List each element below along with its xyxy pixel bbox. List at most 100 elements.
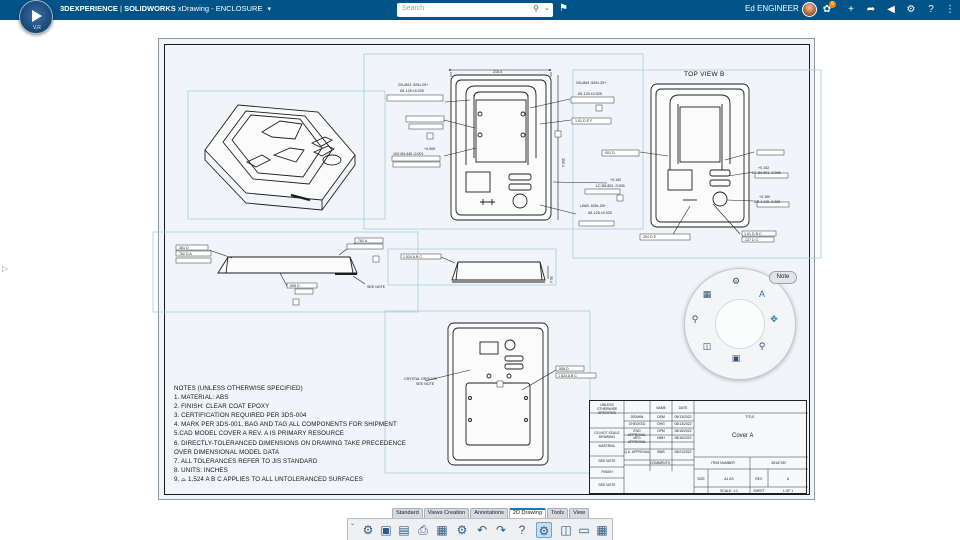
crystal-groove-label: CRYSTAL GROOVE [404,377,437,381]
note-button[interactable]: Note [769,271,797,284]
tab-standard[interactable]: Standard [392,508,423,518]
size-value: A1 AS [724,477,734,481]
chevron-down-icon[interactable]: ▾ [267,6,272,13]
unless-specified-label: UNLESS OTHERWISE SPECIFIED [596,403,618,415]
section-view[interactable] [451,261,546,283]
user-name[interactable]: Ed ENGINEER [745,4,799,13]
command-tabs: Standard Views Creation Annotations 2D D… [392,508,590,518]
mfg-date: 08/16/2022 [674,436,692,440]
tab-view[interactable]: View [569,508,590,518]
search-icon[interactable]: ⚲ [533,4,539,13]
note-line: 5.CAD MODEL COVER A REV. A IS PRIMARY RE… [174,430,344,438]
compass-icon[interactable]: V,R [19,0,53,34]
tab-views-creation[interactable]: Views Creation [423,508,470,518]
settings-icon[interactable]: ⚙ [456,523,468,537]
callout-text: 2XLØ#3 .525±.25+ [398,83,428,87]
drawing-notes[interactable]: NOTES (UNLESS OTHERWISE SPECIFIED) 1. MA… [174,384,406,484]
search-box[interactable]: Search ⚲ ⌄ [397,3,553,17]
drawing-title: Cover A [732,433,754,439]
select-mode-icon[interactable]: ⚙ [536,522,552,538]
document-icon[interactable]: ◫ [702,341,712,351]
front-view[interactable] [450,74,552,221]
fcf-text: 1.01 D E F [575,119,593,123]
title-block[interactable]: UNLESS OTHERWISE SPECIFIED NAME DATE TIT… [589,400,808,495]
note-line: 8. UNITS: INCHES [174,466,228,474]
tab-annotations[interactable]: Annotations [470,508,508,518]
note-line: 7. ALL TOLERANCES REFER TO JIS STANDARD [174,457,318,465]
isometric-view[interactable] [204,104,356,211]
more-icon[interactable]: ⋮ [945,4,955,15]
text-annotation-icon[interactable]: A [758,289,765,299]
redo-icon[interactable]: ↷ [495,523,507,537]
drawn-label: DRAWN [630,415,644,419]
balloon-icon[interactable]: ⚙ [731,276,741,286]
avatar[interactable] [802,2,817,17]
print-icon[interactable]: ⎙ [418,523,428,537]
see-note-a: SEE NOTE [598,459,616,463]
fcf-text: 1.524 A B C [558,374,577,378]
properties-icon[interactable]: ▦ [436,523,448,537]
undo-icon[interactable]: ↶ [476,523,488,537]
frame-icon[interactable]: ▭ [578,523,590,537]
share-icon[interactable]: ➦ [866,4,876,15]
search-dropdown-icon[interactable]: ⌄ [544,5,550,12]
move-icon[interactable]: ✥ [770,314,778,324]
search-input[interactable]: Search [402,5,425,12]
checked-date: 08/13/2022 [674,422,692,426]
bottom-view[interactable] [447,322,549,466]
send-icon[interactable]: ◀ [887,4,895,15]
app-title[interactable]: 3DEXPERIENCE | SOLIDWORKS xDrawing - ENC… [60,4,271,13]
window-icon[interactable]: ▦ [596,523,608,537]
view-icon[interactable]: ▣ [731,353,741,363]
callout-text: Ø1.125 ±0.025 [578,92,602,96]
qa-by: BMS [657,450,665,454]
callout-text: LC Ø4.801 -0.005 [596,184,625,188]
dim-width: 215.4 [493,70,502,74]
apps-icon[interactable]: ⚙ [906,4,916,15]
title-block-grid [590,401,808,495]
qa-date: 08/21/2022 [674,450,692,454]
note-line: OVER DIMENSIONAL MODEL DATA [174,448,280,456]
zoom-icon[interactable]: ⚲ [758,341,766,351]
callout-text: Ø1.125 ±0.025 [400,89,424,93]
expand-toolbar-icon[interactable]: ⌄ [350,521,356,527]
top-bar: 3DEXPERIENCE | SOLIDWORKS xDrawing - ENC… [0,0,960,20]
help-icon[interactable]: ? [518,523,526,537]
side-view[interactable] [217,256,358,275]
document-name: xDrawing - ENCLOSURE [177,4,263,13]
side-panel-toggle-icon[interactable]: ▷ [2,264,9,273]
tab-2d-drawing[interactable]: 2D Drawing [508,508,547,518]
fcf-text: .762 D A [178,252,192,256]
feature-control-frames[interactable] [175,94,790,388]
top-view[interactable] [650,83,750,228]
note-line: 2. FINISH: CLEAR COAT EPOXY [174,403,270,411]
help-icon[interactable]: ? [928,4,934,15]
scale-label: SCALE: 1:1 [720,489,738,493]
see-note-b: SEE NOTE [598,483,616,487]
tag-icon[interactable]: ⚑ [559,3,568,14]
add-icon[interactable]: + [848,4,854,15]
open-icon[interactable]: ▣ [380,523,392,537]
datum-icon[interactable]: ⚲ [691,314,699,324]
callout-text: 10X Ø4.445 -0.001 [393,152,423,156]
tab-tools[interactable]: Tools [547,508,569,518]
sheet-label: SHEET [753,489,765,493]
view-frames [152,53,822,474]
app-options-icon[interactable]: ⚙ [362,523,374,537]
table-icon[interactable]: ▦ [702,289,712,299]
wheel-center[interactable] [715,299,765,349]
save-icon[interactable]: ▤ [398,523,410,537]
sheet-icon[interactable]: ◫ [560,523,572,537]
dimension-lines [208,68,755,391]
collaboration-icon[interactable]: ✿ [822,4,832,15]
do-not-scale-label: DO NOT SCALE DRAWING [594,431,620,439]
eng-approval-label: ENG APPROVAL [627,429,647,437]
fcf-text: .001 D [604,151,615,155]
qa-approval-label: Q.A. APPROVAL [624,450,650,454]
radial-command-wheel[interactable]: ▦ ⚙ A ✥ ⚲ ▣ ◫ ⚲ [684,268,796,380]
fcf-text: 1.524 A B C [403,255,422,259]
callout-text: 2XLØ#3 .525±.25+ [576,81,606,85]
title-header: TITLE [745,415,755,419]
callout-text: LØ#3 .525±.25+ [580,204,606,208]
